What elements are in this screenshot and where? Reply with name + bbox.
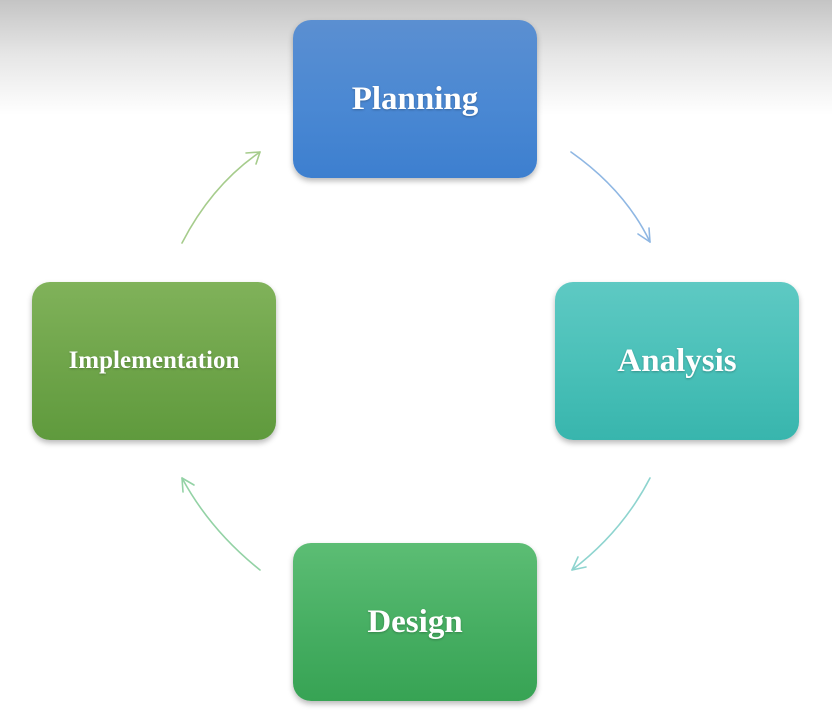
design-node: Design [293, 543, 537, 701]
planning-node: Planning [293, 20, 537, 178]
arrow-analysis-to-design [571, 477, 651, 571]
implementation-node: Implementation [32, 282, 276, 440]
implementation-label: Implementation [68, 347, 240, 374]
arrow-implementation-to-planning [181, 151, 261, 244]
analysis-node: Analysis [555, 282, 799, 440]
analysis-label: Analysis [617, 342, 737, 379]
arrow-design-to-implementation [181, 477, 261, 571]
arrow-planning-to-analysis [570, 151, 651, 243]
planning-label: Planning [351, 80, 479, 117]
design-label: Design [367, 603, 463, 640]
